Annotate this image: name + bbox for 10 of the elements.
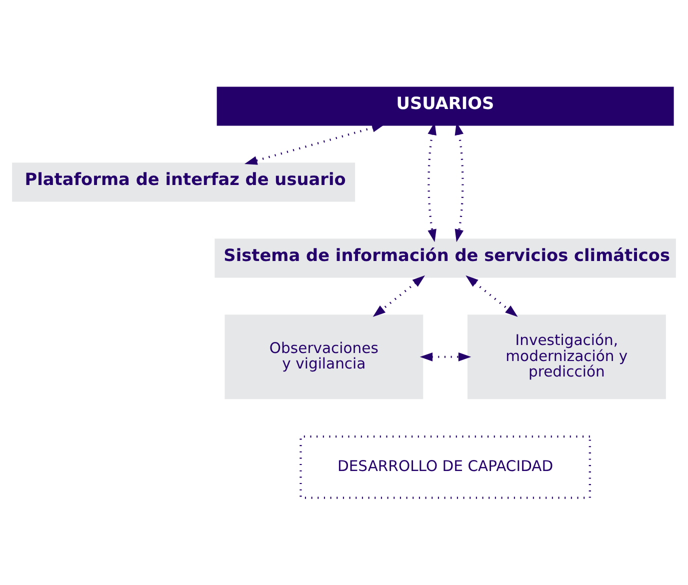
node-box: Plataforma de interfaz de usuario (12, 162, 356, 202)
node-box: Observaciones y vigilancia (224, 314, 424, 400)
arrow (420, 352, 472, 362)
arrow (372, 275, 425, 317)
node-box: USUARIOS (216, 86, 674, 126)
arrow (466, 275, 518, 317)
arrow (244, 124, 385, 165)
node-box: Investigación, modernización y predicción (467, 314, 666, 400)
node-box: Sistema de información de servicios climáticos (214, 238, 676, 278)
node-box: DESARROLLO DE CAPACIDAD (300, 436, 591, 499)
